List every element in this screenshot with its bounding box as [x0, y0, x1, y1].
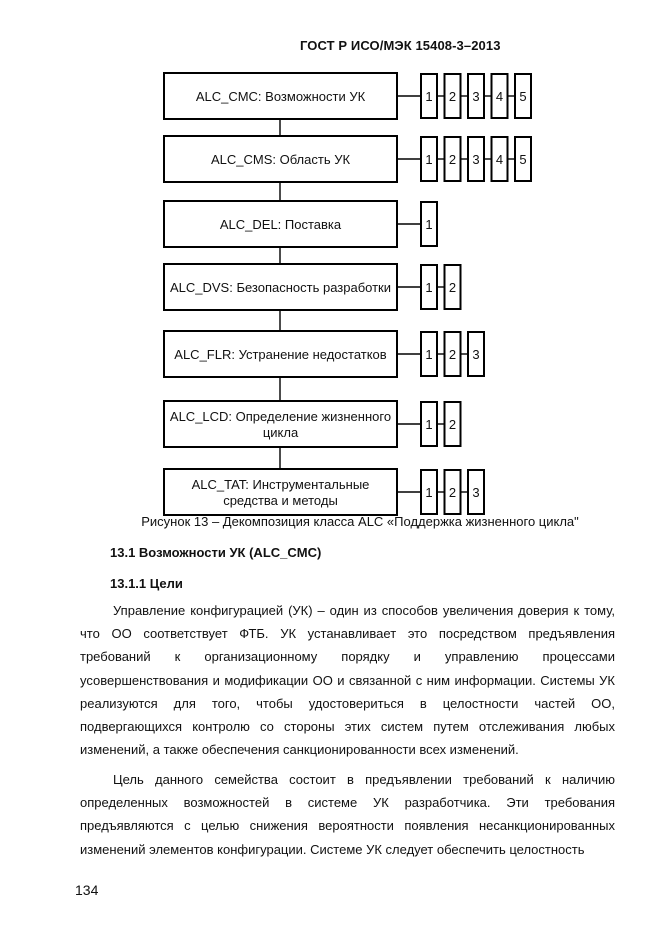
family-box — [163, 400, 398, 448]
family-box — [163, 200, 398, 248]
level-label: 1 — [425, 89, 432, 104]
family-label: ALC_DVS: Безопасность разработки — [170, 280, 391, 295]
family-label: ALC_TAT: Инструментальные — [192, 477, 370, 492]
level-label: 4 — [496, 89, 503, 104]
level-label: 2 — [449, 485, 456, 500]
level-box — [467, 331, 485, 377]
level-label: 3 — [472, 152, 479, 167]
figure-caption: Рисунок 13 – Декомпозиция класса ALC «По… — [141, 514, 579, 529]
family-label: ALC_DEL: Поставка — [220, 217, 342, 232]
level-label: 1 — [425, 152, 432, 167]
document-header: ГОСТ Р ИСО/МЭК 15408-3–2013 — [300, 38, 501, 53]
level-label: 2 — [449, 347, 456, 362]
level-label: 2 — [449, 152, 456, 167]
level-box — [514, 73, 532, 119]
level-label: 3 — [472, 89, 479, 104]
level-label: 1 — [425, 217, 432, 232]
level-label: 5 — [519, 89, 526, 104]
level-label: 1 — [425, 280, 432, 295]
family-label: ALC_CMS: Область УК — [211, 152, 351, 167]
level-label: 1 — [425, 347, 432, 362]
family-label: цикла — [263, 425, 299, 440]
family-label: ALC_CMC: Возможности УК — [196, 89, 366, 104]
level-label: 2 — [449, 89, 456, 104]
family-label: средства и методы — [223, 493, 338, 508]
level-label: 1 — [425, 417, 432, 432]
paragraph-1: Управление конфигурацией (УК) – один из … — [80, 603, 615, 758]
level-box — [514, 136, 532, 182]
family-box — [163, 468, 398, 516]
level-label: 3 — [472, 347, 479, 362]
level-label: 2 — [449, 280, 456, 295]
level-label: 3 — [472, 485, 479, 500]
section-heading: 13.1 Возможности УК (ALC_CMC) — [110, 545, 322, 560]
level-label: 2 — [449, 417, 456, 432]
level-box — [443, 264, 462, 310]
level-label: 1 — [425, 485, 432, 500]
family-box — [163, 330, 398, 378]
page-number: 134 — [75, 882, 99, 898]
paragraph-2: Цель данного семейства состоит в предъяв… — [80, 772, 615, 857]
level-box — [443, 401, 462, 447]
level-label: 4 — [496, 152, 503, 167]
level-box — [420, 201, 438, 247]
subsection-heading: 13.1.1 Цели — [110, 576, 183, 591]
family-label: ALC_FLR: Устранение недостатков — [174, 347, 387, 362]
level-box — [467, 469, 485, 515]
level-label: 5 — [519, 152, 526, 167]
family-label: ALC_LCD: Определение жизненного — [170, 409, 391, 424]
